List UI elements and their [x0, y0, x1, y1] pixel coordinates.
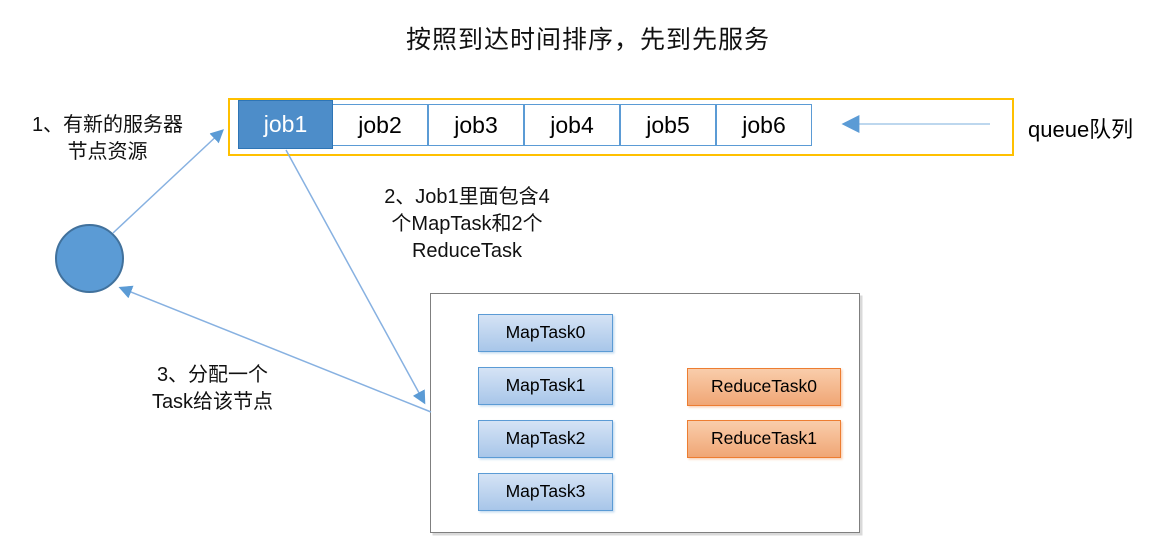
queue-job-cells: job2 job3 job4 job5 job6	[333, 105, 811, 145]
map-task-3: MapTask3	[478, 473, 613, 511]
reduce-task-0: ReduceTask0	[687, 368, 841, 406]
map-task-2: MapTask2	[478, 420, 613, 458]
annotation-step3-assign-task: 3、分配一个 Task给该节点	[151, 364, 274, 413]
queue-item-job2: job2	[333, 105, 429, 145]
map-task-1: MapTask1	[478, 367, 613, 405]
map-task-0: MapTask0	[478, 314, 613, 352]
reduce-task-1: ReduceTask1	[687, 420, 841, 458]
page-title: 按照到达时间排序，先到先服务	[405, 26, 770, 54]
queue-item-job5: job5	[621, 105, 717, 145]
annotation-step2-job1-contents: 2、Job1里面包含4 个MapTask和2个 ReduceTask	[384, 186, 550, 262]
queue-item-job1-active: job1	[238, 100, 333, 149]
queue-label: queue队列	[1028, 117, 1134, 142]
server-node-circle	[55, 224, 124, 293]
annotation-step1-new-node-resource: 1、有新的服务器 节点资源	[31, 114, 184, 163]
task-container: MapTask0 MapTask1 MapTask2 MapTask3 Redu…	[430, 293, 860, 533]
queue-item-job6: job6	[717, 105, 811, 145]
queue-item-job3: job3	[429, 105, 525, 145]
queue-item-job4: job4	[525, 105, 621, 145]
